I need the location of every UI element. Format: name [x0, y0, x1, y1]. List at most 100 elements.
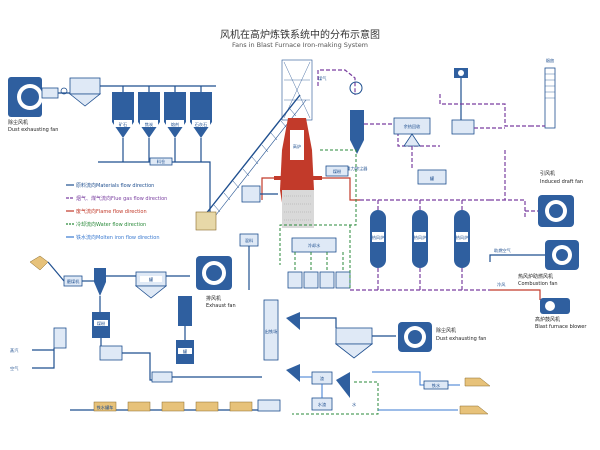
- trt-unit: [451, 68, 475, 135]
- coal-tank-2-label: 罐: [183, 348, 188, 355]
- bag-filter-hopper: [68, 93, 102, 107]
- stove-3-label: 热风炉: [456, 234, 469, 241]
- slag-gran-label: 水渣: [318, 401, 327, 408]
- pipe-stove-flue: [350, 268, 490, 291]
- coal-tank-1-label: 煤粉: [97, 320, 106, 327]
- fan-blower-cn: 高炉鼓风机: [535, 316, 560, 323]
- pipe-uptake: [317, 69, 356, 95]
- stove-1-label: 热风炉: [372, 234, 385, 241]
- bin-3: 熔剂: [164, 92, 186, 138]
- fan-dust-right: 除尘风机 Dust exhausting fan: [398, 322, 486, 352]
- diagram-title: 风机在高炉炼铁系统中的分布示意图: [220, 28, 380, 41]
- skip-incline: [204, 94, 301, 216]
- chimney-label: 烟囱: [546, 57, 554, 64]
- cyclone: [94, 268, 106, 296]
- slag-label: 渣: [320, 375, 325, 382]
- hot-stoves: 热风炉 热风炉 热风炉: [370, 210, 470, 268]
- bin-2-label: 焦炭: [145, 121, 153, 128]
- ore-bin-label: 料仓: [157, 158, 166, 165]
- water-label: 水: [352, 401, 357, 407]
- fan-induced-en: Induced draft fan: [540, 179, 583, 185]
- chimney: 烟囱: [544, 57, 556, 129]
- coal-box: [325, 165, 349, 177]
- fan-dust-right-cn: 除尘风机: [436, 327, 456, 334]
- bin-conveyor-box: [149, 157, 173, 166]
- steam-label: 蒸汽: [10, 347, 19, 354]
- legend-item-1: 原料流向Materials flow direction: [76, 182, 154, 189]
- skip-pit: [195, 211, 217, 231]
- fan-combustion-cn: 热风炉助燃风机: [518, 273, 553, 280]
- combust-air-label: 助燃空气: [494, 247, 512, 254]
- coal-label: 煤粉: [333, 168, 342, 175]
- legend-item-4: 冷却流向Water flow direction: [76, 221, 146, 228]
- coal-tanks: 煤粉 罐: [92, 296, 194, 364]
- fan-dust-right-en: Dust exhausting fan: [436, 336, 486, 342]
- fan-induced: 引风机 Induced draft fan: [538, 170, 583, 227]
- cold-blast-label: 冷风: [497, 281, 506, 288]
- cooling-label: 冷却水: [308, 242, 321, 249]
- diagram-subtitle: Fans in Blast Furnace Iron-making System: [232, 41, 368, 49]
- fan-induced-cn: 引风机: [540, 170, 555, 177]
- bin-4-label: 石灰石: [195, 121, 208, 128]
- fan-dust-left: 除尘风机 Dust exhausting fan: [8, 77, 58, 133]
- legend-item-3: 废气流向Flame flow direction: [76, 208, 147, 215]
- bin-1-label: 矿石: [119, 121, 127, 128]
- incline-truss: [213, 108, 297, 213]
- bag-filter-left: [60, 77, 102, 107]
- bag-filter-body: [69, 77, 101, 95]
- mixer-label: 混料: [245, 237, 254, 244]
- storage-bins: 矿石 焦炭 熔剂 石灰石: [112, 92, 212, 138]
- legend: 原料流向Materials flow direction 烟气、煤气流向Flue…: [66, 182, 167, 241]
- bustle-pipe: [274, 176, 322, 180]
- dust-catcher-label: 重力除尘器: [347, 165, 369, 172]
- fan-exhaust-cn: 排风机: [206, 295, 221, 302]
- slag-granulation: 渣 水渣 水: [292, 371, 379, 415]
- gas-label: 煤气: [318, 75, 327, 82]
- pipe-stove-gas: [360, 199, 490, 210]
- stove-2-label: 热风炉: [414, 234, 427, 241]
- fan-blower-en: Blast furnace blower: [535, 324, 587, 330]
- pipe-dust-left: [58, 85, 216, 94]
- pipe-gas-clean: [364, 123, 440, 147]
- bin-4: 石灰石: [190, 92, 212, 138]
- fan-combustion-en: Combustion fan: [518, 281, 558, 287]
- trough-label: 出铁场: [265, 328, 278, 335]
- conveyor-under-bins: [98, 161, 211, 215]
- fan-blower: 高炉鼓风机 Blast furnace blower: [535, 298, 587, 330]
- rail-label: 铁水罐车: [97, 404, 114, 411]
- furnace-hearth: [282, 190, 314, 228]
- pipe-top: [439, 94, 530, 127]
- pipe-hot-blast: [320, 177, 360, 201]
- fan-exhaust-en: Exhaust fan: [206, 303, 236, 309]
- pulverizer-label: 磨煤机: [67, 278, 80, 285]
- fan-combustion: 热风炉助燃风机 Combustion fan: [518, 240, 579, 287]
- bag-filter-mid-label: 罐: [149, 276, 154, 283]
- water-boxes: 冷却水: [287, 237, 351, 289]
- iron-label: 铁水: [432, 382, 441, 389]
- bin-1: 矿石: [112, 92, 134, 138]
- gas-tank: [417, 169, 447, 185]
- fan-dust-left-impeller: [21, 88, 39, 106]
- legend-item-2: 烟气、煤气流向Flue gas flow direction: [76, 195, 167, 202]
- bag-filter-bottom: [334, 327, 374, 359]
- bin-2: 焦炭: [138, 92, 160, 138]
- steam-air-inlet: 蒸汽 空气: [10, 327, 123, 371]
- fan-dust-left-duct: [41, 87, 59, 99]
- waste-heat-label: 余热回收: [404, 123, 422, 130]
- legend-item-5: 铁水流向Molten iron flow direction: [76, 234, 160, 241]
- gas-tank-label: 罐: [430, 175, 435, 182]
- blast-furnace: 高炉: [274, 59, 322, 228]
- air-label: 空气: [10, 365, 19, 371]
- rail-ladles: 铁水罐车: [70, 399, 281, 412]
- fan-dust-left-cn: 除尘风机: [8, 119, 28, 126]
- fan-exhaust: 排风机 Exhaust fan: [196, 256, 236, 309]
- fan-dust-left-en: Dust exhausting fan: [8, 127, 58, 133]
- trough-area: 出铁场: [263, 299, 300, 382]
- pipe-water-loop: [279, 149, 357, 265]
- pipe-cold-blast: [490, 289, 541, 300]
- bag-filter-mid: 罐: [134, 271, 168, 299]
- dust-catcher: 重力除尘器: [347, 81, 369, 172]
- coal-prep: 磨煤机: [29, 255, 83, 287]
